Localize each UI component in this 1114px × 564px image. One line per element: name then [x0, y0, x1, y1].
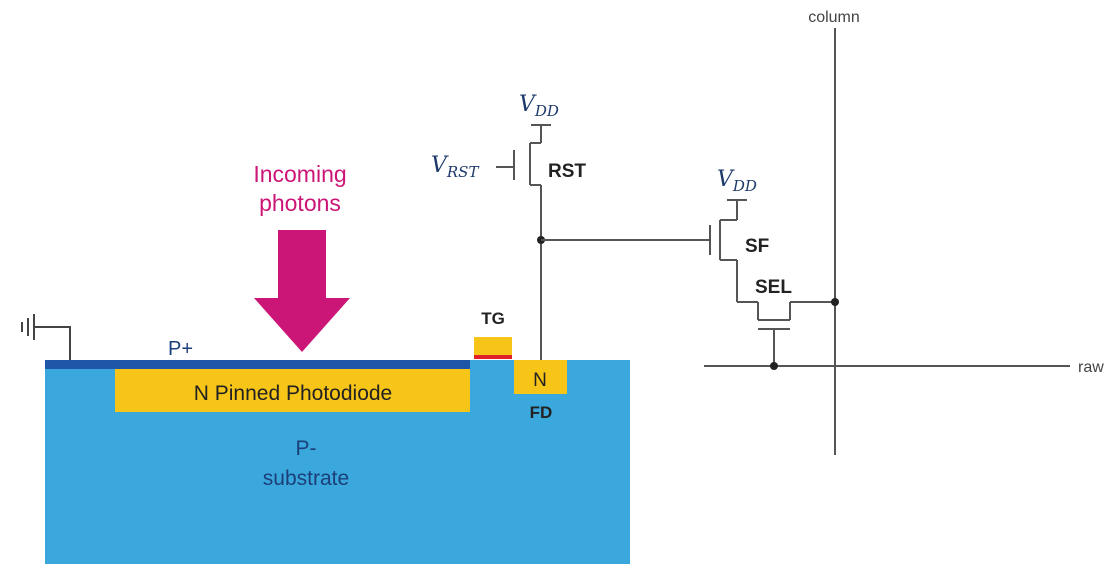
transfer-gate-oxide: [474, 355, 512, 359]
substrate-label-line2: substrate: [263, 467, 349, 490]
floating-diffusion: [514, 360, 567, 394]
photon-arrow-icon: [254, 230, 350, 352]
source-follower-transistor: [709, 199, 747, 302]
reset-transistor: [496, 124, 551, 360]
sel-label: SEL: [755, 277, 792, 298]
fd-n-label: N: [533, 370, 547, 391]
vdd-rst-label: VDD: [519, 92, 559, 120]
vdd-sf-label: VDD: [717, 167, 757, 195]
ground-icon: [21, 314, 71, 360]
p-plus-layer: [45, 360, 470, 369]
column-label: column: [808, 9, 860, 26]
row-junction: [770, 362, 778, 370]
photodiode-label: N Pinned Photodiode: [194, 382, 393, 405]
vrst-label: VRST: [431, 153, 479, 181]
substrate-label-line1: P-: [296, 437, 317, 460]
n-pinned-photodiode: [115, 369, 470, 412]
p-plus-label: P+: [168, 338, 193, 360]
tg-label: TG: [481, 309, 505, 328]
rst-label: RST: [548, 161, 586, 182]
column-junction: [831, 298, 839, 306]
row-label: raw: [1078, 359, 1104, 376]
sf-label: SF: [745, 236, 769, 257]
photons-label-line2: photons: [259, 190, 341, 216]
photons-label-line1: Incoming: [253, 161, 346, 187]
transfer-gate-poly: [474, 337, 512, 355]
select-transistor: [737, 301, 835, 366]
fd-label: FD: [530, 403, 553, 422]
